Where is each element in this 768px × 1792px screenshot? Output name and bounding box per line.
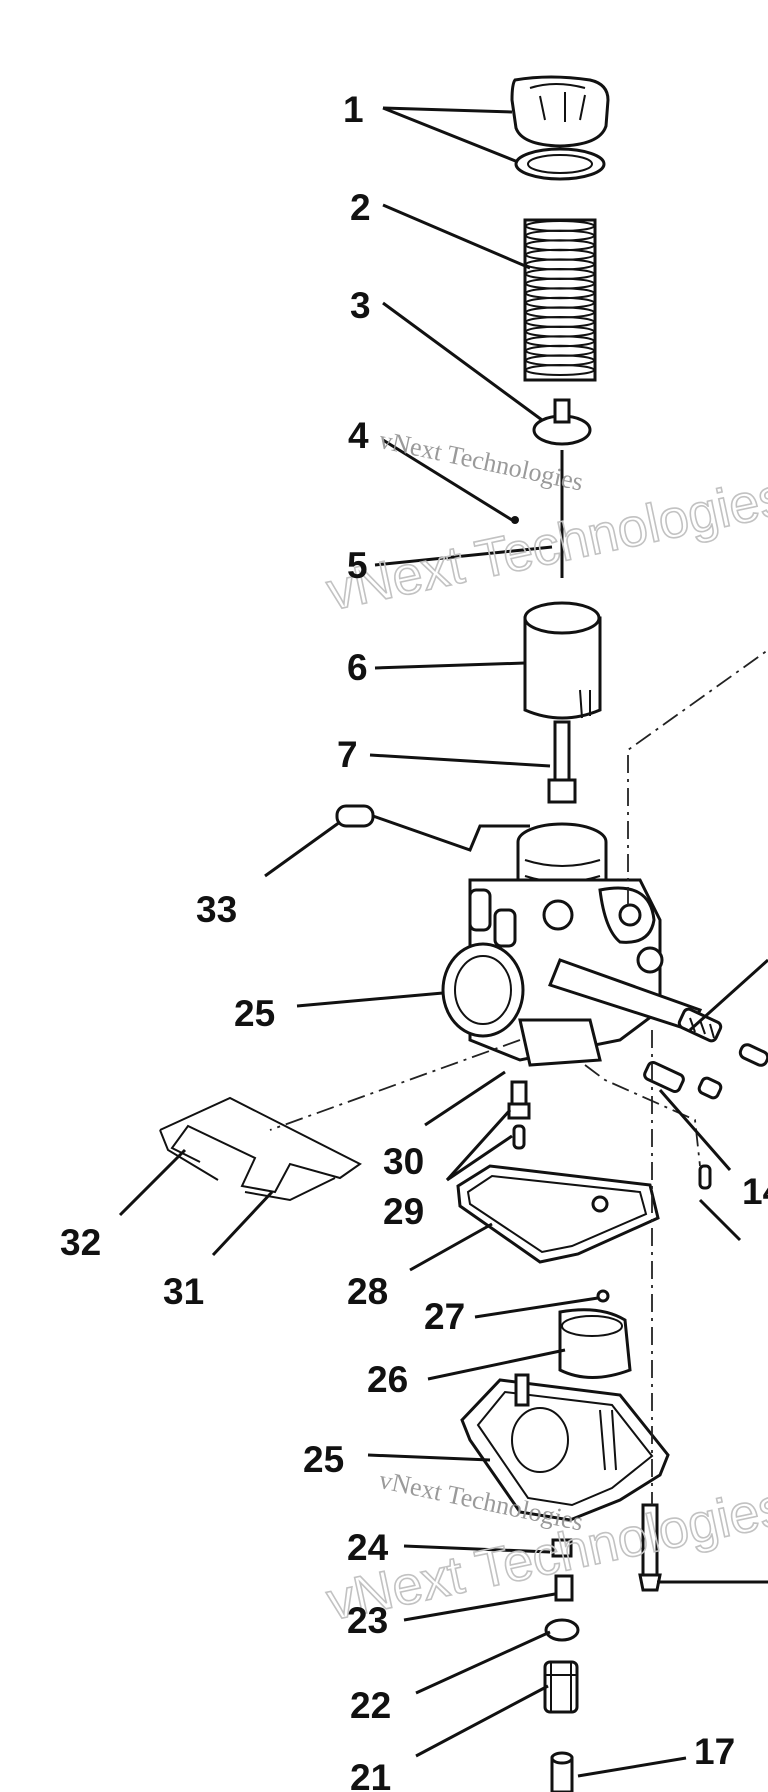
callout-label-cropped: 14 [742, 1171, 768, 1212]
callout-label: 30 [383, 1141, 424, 1182]
part-drain-tube [550, 1751, 574, 1792]
callout-label: 4 [348, 415, 369, 456]
callout-label: 6 [347, 647, 368, 688]
callout-label: 29 [383, 1191, 424, 1232]
part-throttle-slide [523, 601, 602, 720]
callout-label: 27 [424, 1296, 465, 1337]
part-float-needle-gasket [159, 1096, 362, 1202]
part-main-jet [551, 1538, 573, 1558]
callout-label: 31 [163, 1271, 204, 1312]
part-drain-plug [543, 1660, 579, 1714]
part-idle-screw [643, 1060, 723, 1100]
part-jet-needle-holder [547, 720, 577, 804]
part-float-bowl [460, 1373, 670, 1522]
callout-label: 28 [347, 1271, 388, 1312]
leader-lines [118, 106, 768, 1778]
part-float-pin [698, 1164, 712, 1190]
callout-label: 32 [60, 1222, 101, 1263]
part-pilot-jet [507, 1080, 531, 1150]
watermark-large-text: vNext Technologies [322, 466, 768, 622]
part-float [558, 1289, 632, 1379]
part-cap [510, 75, 610, 181]
callout-label: 24 [347, 1527, 389, 1568]
part-bowl-screw [638, 1503, 768, 1592]
part-needle-clip [532, 398, 592, 446]
callout-label: 3 [350, 285, 371, 326]
part-carburetor-body [441, 822, 703, 1067]
part-spring [523, 218, 597, 382]
reference-lines [269, 649, 768, 1505]
spring-coil [525, 364, 595, 376]
part-gasket [456, 1164, 660, 1264]
callout-labels: 1 2 3 4 5 6 7 33 25 30 29 32 31 28 27 26… [60, 89, 768, 1792]
callout-label: 22 [350, 1685, 391, 1726]
callout-label: 25 [303, 1439, 344, 1480]
callout-label: 33 [196, 889, 237, 930]
callout-label: 1 [343, 89, 364, 130]
callout-label: 25 [234, 993, 275, 1034]
part-needle-jet [554, 1574, 574, 1602]
callout-label: 23 [347, 1600, 388, 1641]
callout-label: 21 [350, 1757, 391, 1792]
part-needle [511, 450, 564, 578]
part-o-ring [544, 1618, 580, 1642]
part-cable-boot [335, 804, 530, 852]
part-pilot-screw [677, 1007, 768, 1067]
callout-label: 2 [350, 187, 371, 228]
callout-label: 7 [337, 734, 358, 775]
callout-label: 5 [347, 545, 368, 586]
callout-label: 26 [367, 1359, 408, 1400]
callout-label: 17 [694, 1731, 735, 1772]
